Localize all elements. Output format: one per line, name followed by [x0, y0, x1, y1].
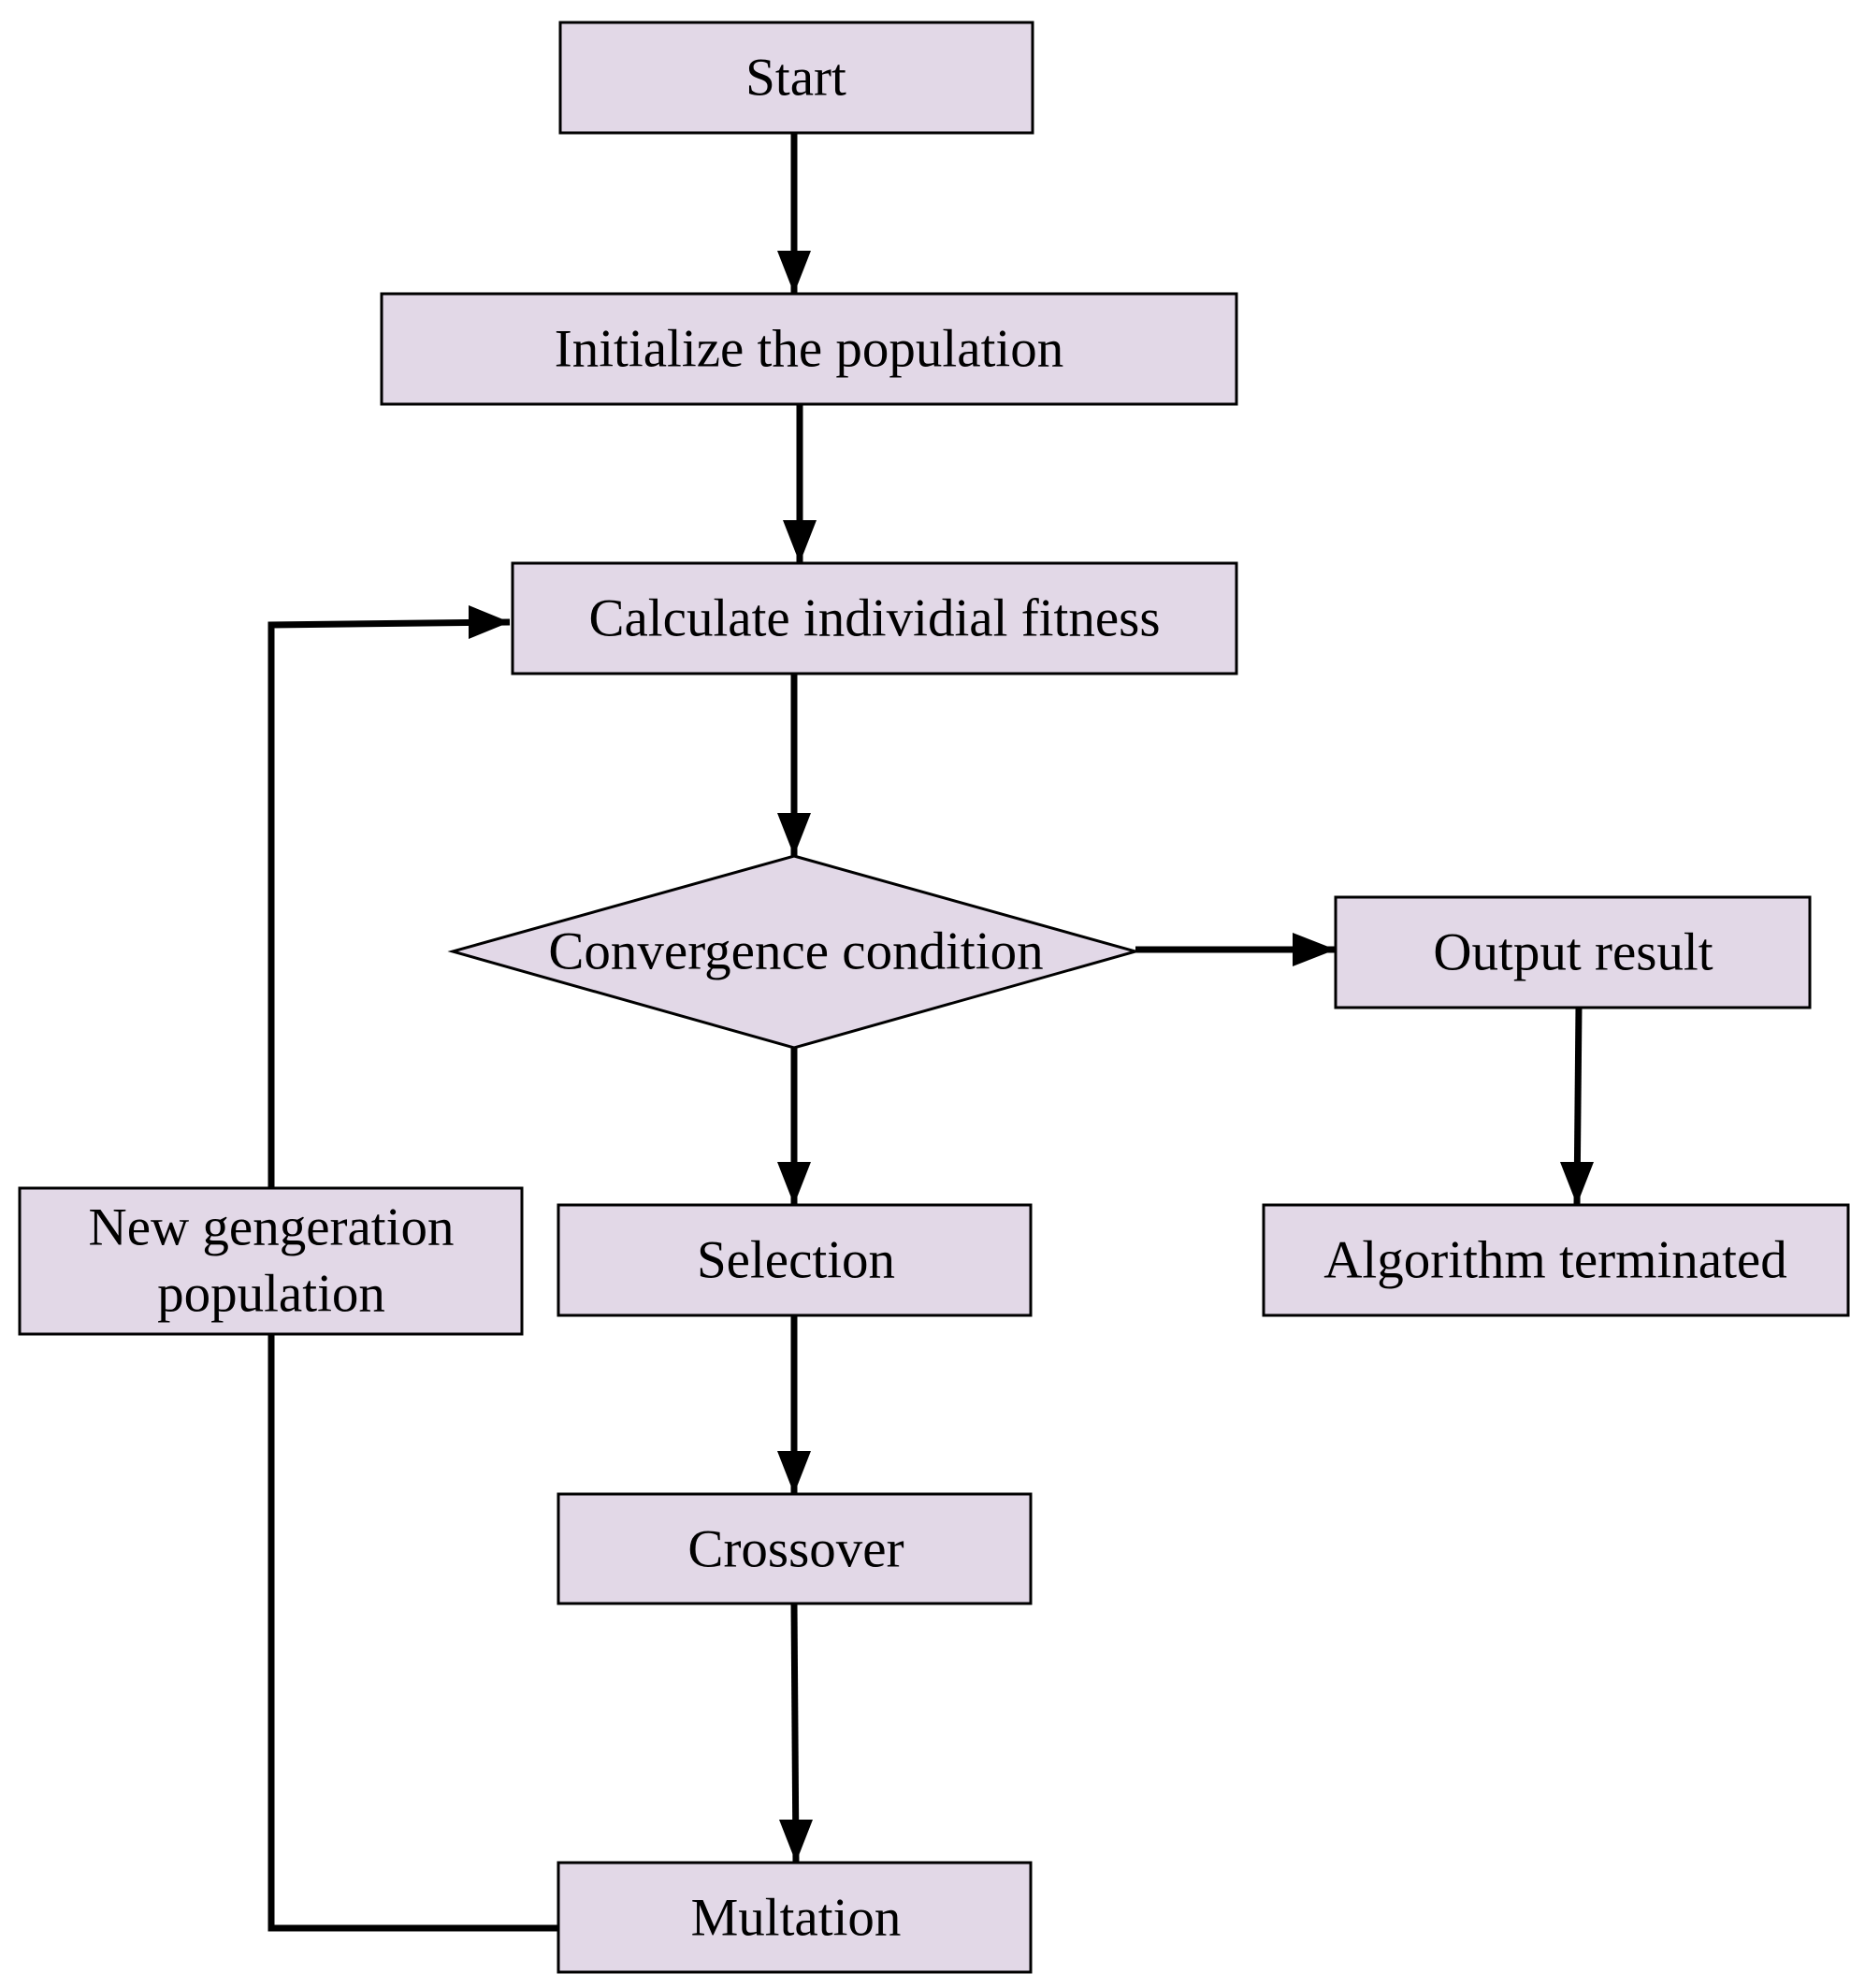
arrowhead-init [777, 251, 811, 294]
connectors [267, 133, 1583, 1932]
node-output-label: Output result [1433, 923, 1713, 982]
node-output-box [1334, 895, 1812, 1009]
node-mutation-box [557, 1861, 1033, 1974]
node-crossover-label: Crossover [687, 1520, 904, 1579]
node-convergence-label: Convergence condition [548, 922, 1043, 981]
arrowhead-convergence [777, 813, 811, 856]
node-convergence-condition: Convergence condition [447, 854, 1141, 1050]
line-mutation-to-new-generation [267, 1334, 560, 1932]
node-selection-label: Selection [697, 1231, 895, 1290]
node-selection-box [557, 1203, 1033, 1317]
node-crossover: Crossover [557, 1492, 1033, 1605]
node-fitness-label: Calculate individial fitness [588, 589, 1160, 648]
node-new-generation-population: New gengeration population [18, 1186, 524, 1336]
node-terminated-box [1262, 1203, 1850, 1317]
node-fitness-box [511, 561, 1238, 675]
node-start: Start [558, 21, 1034, 135]
node-new-generation-label-line2: population [157, 1265, 385, 1324]
node-start-label: Start [745, 49, 846, 108]
arrowhead-output [1293, 933, 1336, 966]
node-new-generation-label-line1: New gengeration [89, 1198, 455, 1257]
node-initialize-population: Initialize the population [380, 292, 1238, 406]
node-algorithm-terminated: Algorithm terminated [1262, 1203, 1850, 1317]
arrowhead-fitness [783, 520, 817, 563]
node-initialize-label: Initialize the population [555, 320, 1064, 379]
arrowheads [469, 251, 1594, 1863]
node-new-generation-box [18, 1186, 524, 1336]
node-mutation-label: Multation [691, 1889, 902, 1948]
node-calculate-fitness: Calculate individial fitness [511, 561, 1238, 675]
arrowhead-terminated [1560, 1162, 1594, 1205]
node-convergence-diamond [447, 854, 1141, 1050]
node-terminated-label: Algorithm terminated [1323, 1231, 1786, 1290]
node-output-result: Output result [1334, 895, 1812, 1009]
node-initialize-box [380, 292, 1238, 406]
arrow-new-generation-to-fitness [267, 618, 511, 1188]
arrow-crossover-to-mutation [790, 1603, 800, 1864]
arrowhead-crossover [777, 1451, 811, 1494]
arrowhead-selection [777, 1162, 811, 1205]
arrowhead-mutation [779, 1820, 813, 1863]
node-mutation: Multation [557, 1861, 1033, 1974]
arrowhead-fitness-loop [469, 605, 510, 639]
node-selection: Selection [557, 1203, 1033, 1317]
node-crossover-box [557, 1492, 1033, 1605]
node-start-box [558, 21, 1034, 135]
